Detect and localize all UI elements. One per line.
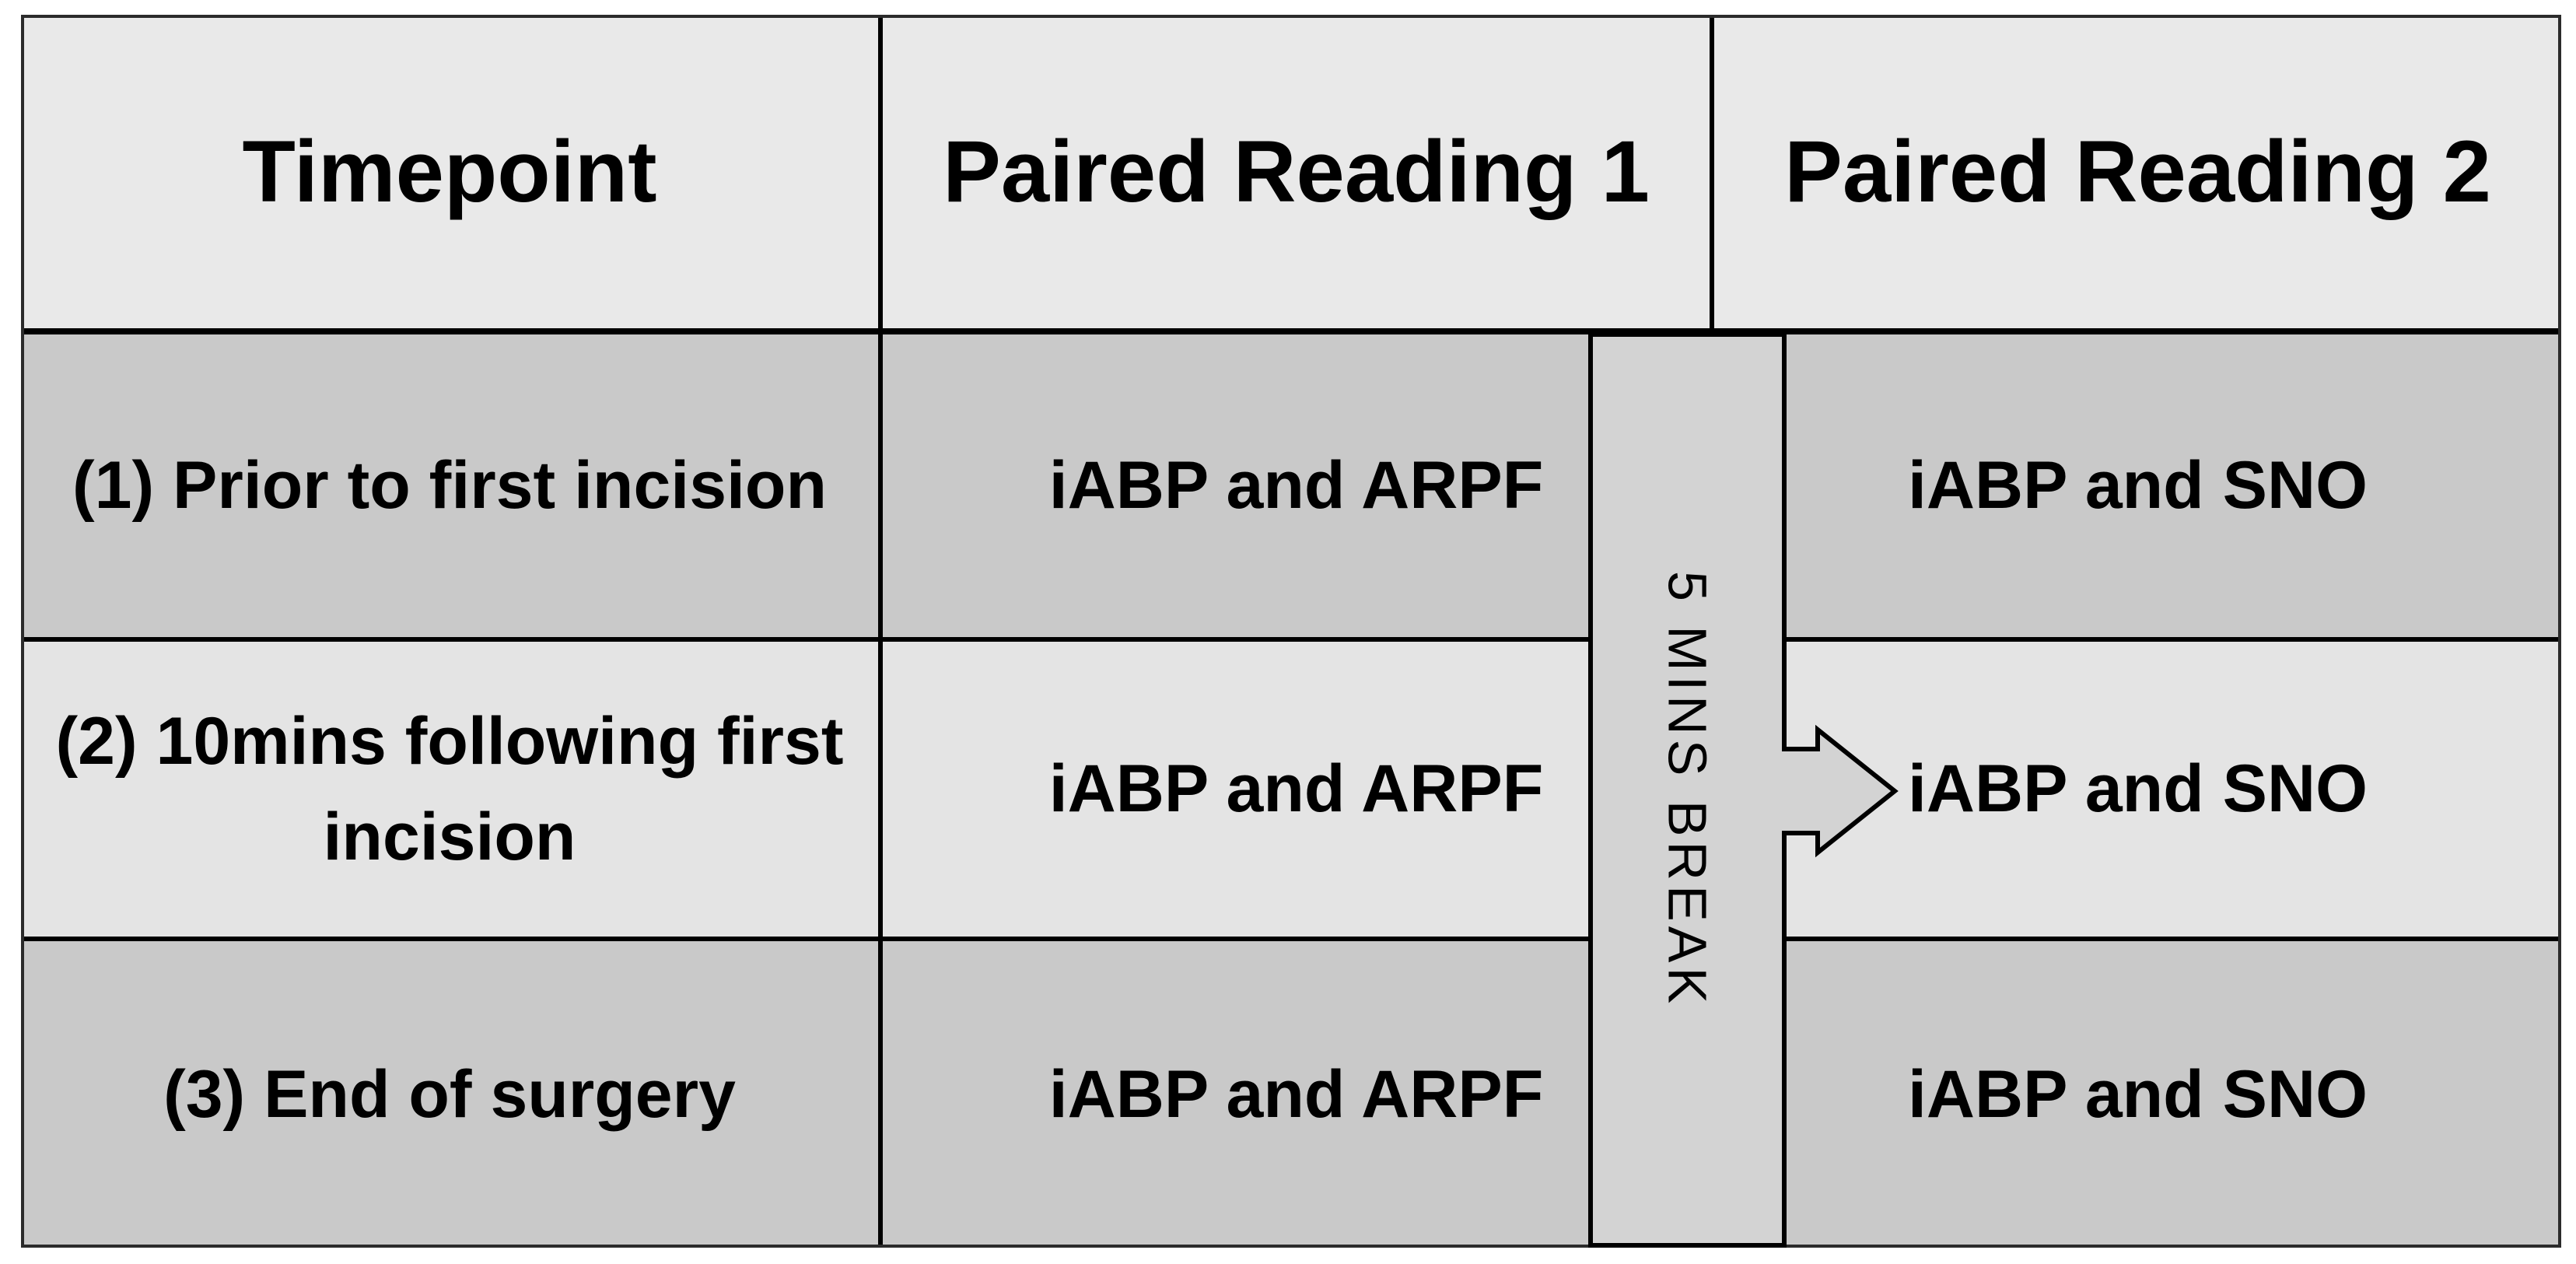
column-header-label: Timepoint xyxy=(242,123,657,220)
reading-label: iABP and SNO xyxy=(1908,1056,2368,1132)
protocol-table: Timepoint Paired Reading 1 Paired Readin… xyxy=(21,15,2561,1248)
header-cell-paired-reading-2: Paired Reading 2 xyxy=(1714,15,2561,334)
header-cell-paired-reading-1: Paired Reading 1 xyxy=(883,15,1714,334)
reading-label: iABP and SNO xyxy=(1908,448,2368,523)
table-row-2-reading-1: iABP and ARPF xyxy=(883,642,1714,941)
table-grid: Timepoint Paired Reading 1 Paired Readin… xyxy=(21,15,2561,1248)
table-row-2-timepoint: (2) 10mins following first incision xyxy=(21,642,883,941)
timepoint-label: (3) End of surgery xyxy=(163,1056,736,1132)
column-header-label: Paired Reading 1 xyxy=(943,123,1650,220)
header-cell-timepoint: Timepoint xyxy=(21,15,883,334)
table-row-3-reading-1: iABP and ARPF xyxy=(883,941,1714,1248)
table-row-1-reading-2: iABP and SNO xyxy=(1714,334,2561,642)
column-header-label: Paired Reading 2 xyxy=(1784,123,2491,220)
timepoint-label: (2) 10mins following first incision xyxy=(55,704,844,874)
reading-label: iABP and ARPF xyxy=(1048,448,1544,523)
reading-label: iABP and SNO xyxy=(1908,751,2368,827)
table-row-3-reading-2: iABP and SNO xyxy=(1714,941,2561,1248)
table-row-3-timepoint: (3) End of surgery xyxy=(21,941,883,1248)
reading-label: iABP and ARPF xyxy=(1048,1056,1544,1132)
reading-label: iABP and ARPF xyxy=(1048,751,1544,827)
table-row-1-timepoint: (1) Prior to first incision xyxy=(21,334,883,642)
timepoint-label: (1) Prior to first incision xyxy=(72,448,827,523)
table-row-2-reading-2: iABP and SNO xyxy=(1714,642,2561,941)
table-row-1-reading-1: iABP and ARPF xyxy=(883,334,1714,642)
